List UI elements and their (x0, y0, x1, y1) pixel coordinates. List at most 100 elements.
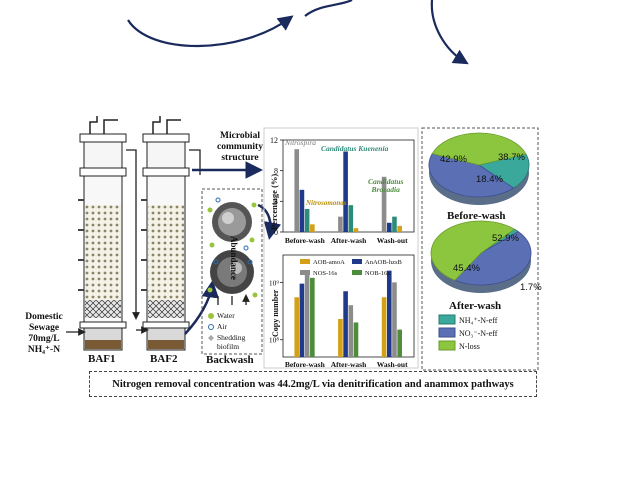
bottom-chart-bar (343, 291, 348, 357)
top-chart-category-label: Wash-out (377, 236, 408, 245)
pie-slice (454, 231, 532, 286)
pies-frame (421, 127, 539, 371)
charts-frame (263, 127, 419, 369)
microbial-line2: community (217, 141, 263, 152)
legend-air: Air (217, 322, 227, 331)
pie-value-label: 52.9% (492, 233, 519, 244)
top-chart-bar (392, 216, 397, 232)
bottom-legend-label: AOB-amoA (313, 259, 345, 266)
legend-shedding-line2: biofilm (217, 342, 240, 351)
top-chart-bar (338, 216, 343, 232)
pie-value-label: 1.7% (520, 282, 542, 293)
bottom-chart-bar (381, 297, 387, 357)
bottom-chart-ytick-label: 10⁸ (269, 336, 280, 345)
reactor-baf1 (78, 116, 127, 351)
bottom-legend-swatch (352, 259, 362, 264)
bottom-chart-bar (304, 273, 310, 357)
bottom-chart-category-label: After-wash (331, 360, 367, 369)
annotation-kuenenia: Candidatus Kuenenia (321, 144, 389, 153)
bottom-legend-swatch (300, 270, 310, 275)
top-chart-bar (397, 225, 402, 232)
microbial-line1: Microbial (220, 131, 260, 141)
bottom-legend-label: NOS-16s (313, 270, 338, 277)
reactor-baf2 (141, 116, 190, 351)
backwash-title: Backwash (206, 354, 254, 366)
pie-after-title: After-wash (449, 300, 502, 312)
top-chart-bar (343, 151, 348, 232)
bottom-chart-bar (294, 297, 300, 357)
pie-legend-swatch (438, 314, 456, 325)
pie-legend-swatch (438, 327, 456, 338)
bottom-chart-bar (348, 305, 354, 357)
bottom-chart-category-label: Wash-out (377, 360, 408, 369)
bottom-chart-bar (338, 318, 343, 357)
backwash-frame (201, 188, 263, 355)
annotation-brocadia-line2: Brocadia (371, 185, 400, 195)
bottom-chart-bar (392, 282, 397, 357)
pie-slice (428, 153, 515, 198)
bottom-chart-bar (299, 283, 305, 357)
top-chart-ytick-label: 4 (274, 197, 278, 206)
flow-lines (66, 149, 201, 336)
decorative-arcs (127, 0, 469, 65)
pie-slice (478, 153, 530, 189)
pie-legend-swatch (438, 340, 456, 351)
backwash-legend-symbols (208, 313, 214, 341)
bottom-chart-bar (310, 277, 315, 357)
sem-images (207, 197, 258, 305)
microbial-label: Microbial community structure (208, 131, 272, 164)
pie-value-label: 18.4% (476, 174, 503, 185)
annotation-brocadia-line1: Candidatus (368, 177, 404, 186)
annotation-nitrosomonas: Nitrosomonas (306, 199, 347, 207)
bottom-chart-category-label: Before-wash (285, 360, 326, 369)
annotation-nitrospira: Nitrospira (285, 138, 316, 147)
bottom-chart-bar (397, 329, 402, 357)
top-chart-bar (294, 149, 300, 232)
bottom-chart-bar (386, 270, 392, 357)
pie-value-label: 38.7% (498, 152, 525, 163)
bottom-legend-label: AnAOB-hzsB (365, 259, 402, 266)
bottom-legend-swatch (300, 259, 310, 264)
microbial-line3: structure (221, 152, 259, 163)
pie-before-title: Before-wash (447, 210, 506, 222)
pie-legend-label: NO₃⁻-N-eff (459, 329, 498, 338)
top-chart-bar (386, 222, 392, 232)
bottom-chart-ytick-label: 10⁹ (269, 278, 280, 287)
pie-slice (430, 220, 516, 281)
bottom-legend-swatch (352, 270, 362, 275)
top-chart-bar (381, 176, 387, 232)
top-chart-category-label: After-wash (331, 236, 367, 245)
influent-line3: 70mg/L (28, 333, 60, 344)
legend-shedding-line1: Shedding (217, 333, 246, 342)
pie-value-label: 42.9% (440, 154, 467, 165)
pie-slice (431, 132, 527, 166)
bottom-legend-label: NOB-16s (365, 270, 390, 277)
pie-legend-label: N-loss (459, 342, 480, 351)
top-chart-ylabel: Percentage (%) (269, 173, 279, 230)
pie-value-label: 45.4% (453, 263, 480, 274)
top-chart-bar (348, 205, 354, 232)
bottom-chart-ylabel: Copy number (271, 289, 280, 337)
summary-footer: Nitrogen removal concentration was 44.2m… (89, 371, 537, 397)
bottom-chart-bar (353, 322, 359, 357)
influent-label: Domestic Sewage 70mg/L NH₄⁺-N (18, 312, 70, 356)
top-chart-bar (310, 224, 315, 232)
top-chart-ytick-label: 0 (274, 228, 278, 237)
top-chart-category-label: Before-wash (285, 236, 326, 245)
top-chart-ytick-label: 12 (270, 136, 278, 145)
top-chart-ytick-label: 8 (274, 167, 278, 176)
top-chart-bar (299, 189, 305, 232)
top-chart-bar (353, 228, 359, 232)
summary-text: Nitrogen removal concentration was 44.2m… (112, 378, 514, 390)
baf1-label: BAF1 (88, 353, 116, 365)
influent-line4: NH₄⁺-N (27, 344, 61, 355)
influent-line2: Sewage (28, 322, 60, 333)
top-chart-bar (304, 209, 310, 232)
baf2-label: BAF2 (150, 353, 178, 365)
annotation-brocadia: Candidatus Brocadia (368, 177, 404, 195)
influent-line1: Domestic (25, 312, 63, 322)
